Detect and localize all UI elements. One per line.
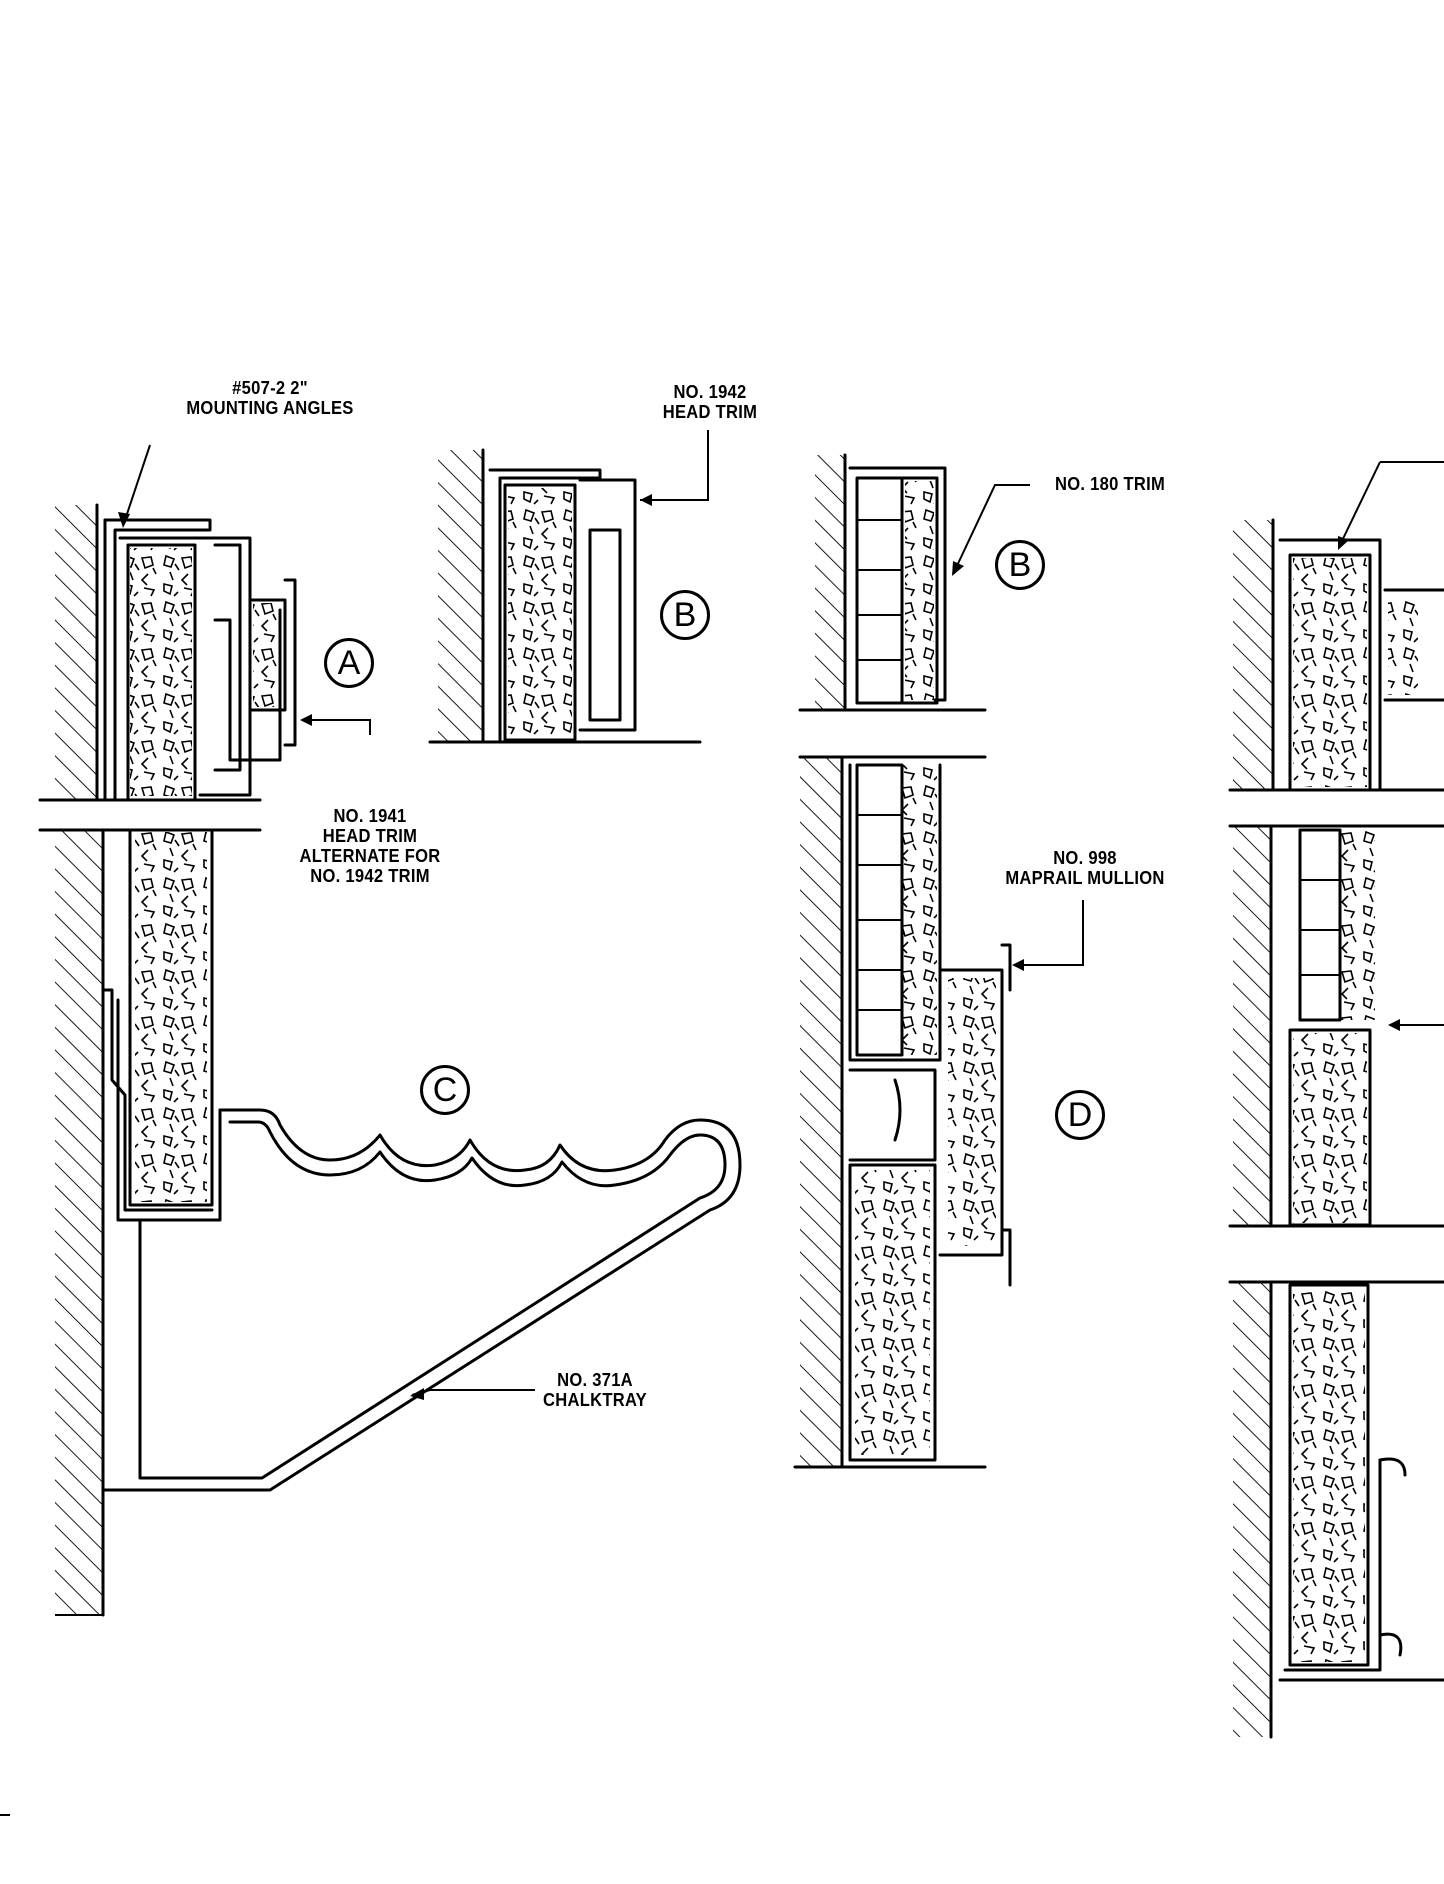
label-mounting-angles: #507-2 2" MOUNTING ANGLES <box>178 378 362 418</box>
label-head-trim-1941-line4: NO. 1942 TRIM <box>310 866 430 886</box>
detail-tag-a: A <box>324 638 374 688</box>
detail-tag-d: D <box>1055 1090 1105 1140</box>
label-mounting-angles-line1: #507-2 2" <box>232 378 308 398</box>
label-trim-180-line1: NO. 180 TRIM <box>1054 474 1166 494</box>
label-head-trim-1941-line2: HEAD TRIM <box>322 826 418 846</box>
label-head-trim-1941: NO. 1941 HEAD TRIM ALTERNATE FOR NO. 194… <box>287 806 453 886</box>
detail-tag-b-right: B <box>995 540 1045 590</box>
label-mounting-angles-line2: MOUNTING ANGLES <box>186 398 354 418</box>
label-trim-180: NO. 180 TRIM <box>1041 474 1179 494</box>
label-head-trim-1941-line3: ALTERNATE FOR <box>299 846 441 866</box>
label-chalktray: NO. 371A CHALKTRAY <box>535 1370 655 1410</box>
label-head-trim-1941-line1: NO. 1941 <box>333 806 407 826</box>
label-maprail-mullion-line1: NO. 998 <box>1053 848 1117 868</box>
detail-tag-b-left: B <box>660 590 710 640</box>
detail-tag-c: C <box>420 1065 470 1115</box>
label-maprail-mullion-line2: MAPRAIL MULLION <box>1005 868 1165 888</box>
detail-b-head-trim-1942 <box>428 430 709 744</box>
label-head-trim-1942-line1: NO. 1942 <box>673 382 747 402</box>
label-chalktray-line2: CHALKTRAY <box>542 1390 647 1410</box>
detail-a-assembly <box>38 444 742 1617</box>
right-partial-assembly <box>1228 461 1444 1739</box>
label-head-trim-1942-line2: HEAD TRIM <box>662 402 758 422</box>
label-head-trim-1942: NO. 1942 HEAD TRIM <box>646 382 775 422</box>
detail-d-assembly <box>793 453 1084 1469</box>
label-chalktray-line1: NO. 371A <box>557 1370 633 1390</box>
label-maprail-mullion: NO. 998 MAPRAIL MULLION <box>998 848 1173 888</box>
